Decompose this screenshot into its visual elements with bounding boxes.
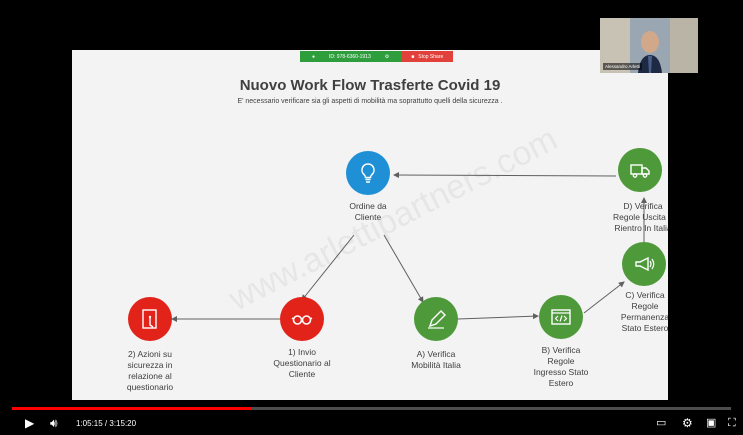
label-line: C) Verifica (625, 290, 665, 300)
pen-icon (428, 310, 446, 329)
gear-icon[interactable]: ⚙ (384, 53, 390, 60)
meeting-id-text: ID: 978-6360-1913 (329, 53, 371, 60)
label-line: Cliente (288, 369, 316, 379)
miniplayer-icon[interactable]: ▣ (706, 417, 717, 429)
zoom-share-bar: ● ID: 978-6360-1913 ⚙ ■ Stop Share (300, 51, 454, 62)
code-node (539, 295, 583, 339)
glasses-node (280, 297, 324, 341)
stop-icon: ■ (411, 53, 415, 60)
glasses-icon (291, 315, 313, 325)
megaphone-icon (635, 256, 655, 272)
label-line: B) Verifica (541, 345, 581, 355)
label-line: Permanenza (620, 312, 668, 322)
label-line: Regole Uscita e (612, 212, 668, 222)
label-line: Mobilità Italia (411, 360, 461, 370)
label-verifica-b: B) Verifica Regole Ingresso Stato Estero (522, 345, 600, 389)
progress-fill (12, 407, 253, 410)
webcam-video: Alessandro Arletti (600, 18, 698, 73)
label-azioni: 2) Azioni su sicurezza in relazione al q… (108, 349, 192, 393)
lightbulb-icon (361, 163, 375, 183)
label-invio: 1) Invio Questionario al Cliente (260, 347, 344, 380)
label-line: Stato Estero (621, 323, 668, 333)
player-controls (0, 400, 743, 435)
label-line: questionario (126, 382, 174, 392)
truck-icon (630, 164, 650, 178)
info-icon[interactable]: ● (312, 53, 316, 60)
label-line: Ingresso Stato (533, 367, 589, 377)
label-line: Regole (631, 301, 659, 311)
label-ordine: Ordine da Cliente (328, 201, 408, 223)
tablet-touch-icon (142, 309, 157, 329)
label-verifica-d: D) Verifica Regole Uscita e Rientro In I… (600, 201, 668, 234)
truck-node (618, 148, 662, 192)
pen-node (414, 297, 458, 341)
stop-share-button[interactable]: ■ Stop Share (401, 51, 454, 62)
label-verifica-c: C) Verifica Regole Permanenza Stato Este… (612, 290, 668, 334)
meeting-id-bar: ● ID: 978-6360-1913 ⚙ (300, 51, 402, 62)
label-line: Rientro In Italia (614, 223, 668, 233)
flow-arrows (171, 172, 647, 322)
slide-subtitle: E' necessario verificare sia gli aspetti… (237, 98, 503, 105)
label-line: sicurezza in (127, 360, 173, 370)
participant-name: Alessandro Arletti (603, 63, 643, 70)
label-verifica-a: A) Verifica Mobilità Italia (394, 349, 478, 371)
lightbulb-node (346, 151, 390, 195)
label-line: Regole (547, 356, 575, 366)
settings-icon[interactable]: ⚙ (682, 416, 693, 430)
stop-share-label: Stop Share (418, 53, 444, 60)
volume-icon[interactable]: 🔊︎ (50, 416, 58, 430)
label-line: D) Verifica (623, 201, 663, 211)
label-line: 2) Azioni su (128, 349, 172, 359)
label-line: Estero (548, 378, 574, 388)
presentation-slide: Nuovo Work Flow Trasferte Covid 19 E' ne… (72, 50, 668, 402)
current-time: 1:05:15 (76, 419, 103, 428)
tablet-node (128, 297, 172, 341)
play-icon[interactable]: ▶ (25, 416, 35, 430)
label-line: Questionario al (273, 358, 331, 368)
time-display: 1:05:15 / 3:15:20 (76, 419, 137, 428)
speaker-avatar (600, 18, 698, 73)
duration: 3:15:20 (109, 419, 137, 428)
label-line: A) Verifica (416, 349, 456, 359)
progress-bar[interactable] (12, 407, 731, 410)
subtitles-icon[interactable]: ▭ (656, 417, 667, 429)
label-line: Cliente (354, 212, 382, 222)
megaphone-node (622, 242, 666, 286)
label-line: relazione al (128, 371, 172, 381)
label-line: 1) Invio (288, 347, 316, 357)
code-window-icon (551, 309, 571, 325)
fullscreen-icon[interactable]: ⛶ (728, 417, 736, 429)
label-line: Ordine da (349, 201, 387, 211)
slide-title: Nuovo Work Flow Trasferte Covid 19 (239, 77, 501, 94)
